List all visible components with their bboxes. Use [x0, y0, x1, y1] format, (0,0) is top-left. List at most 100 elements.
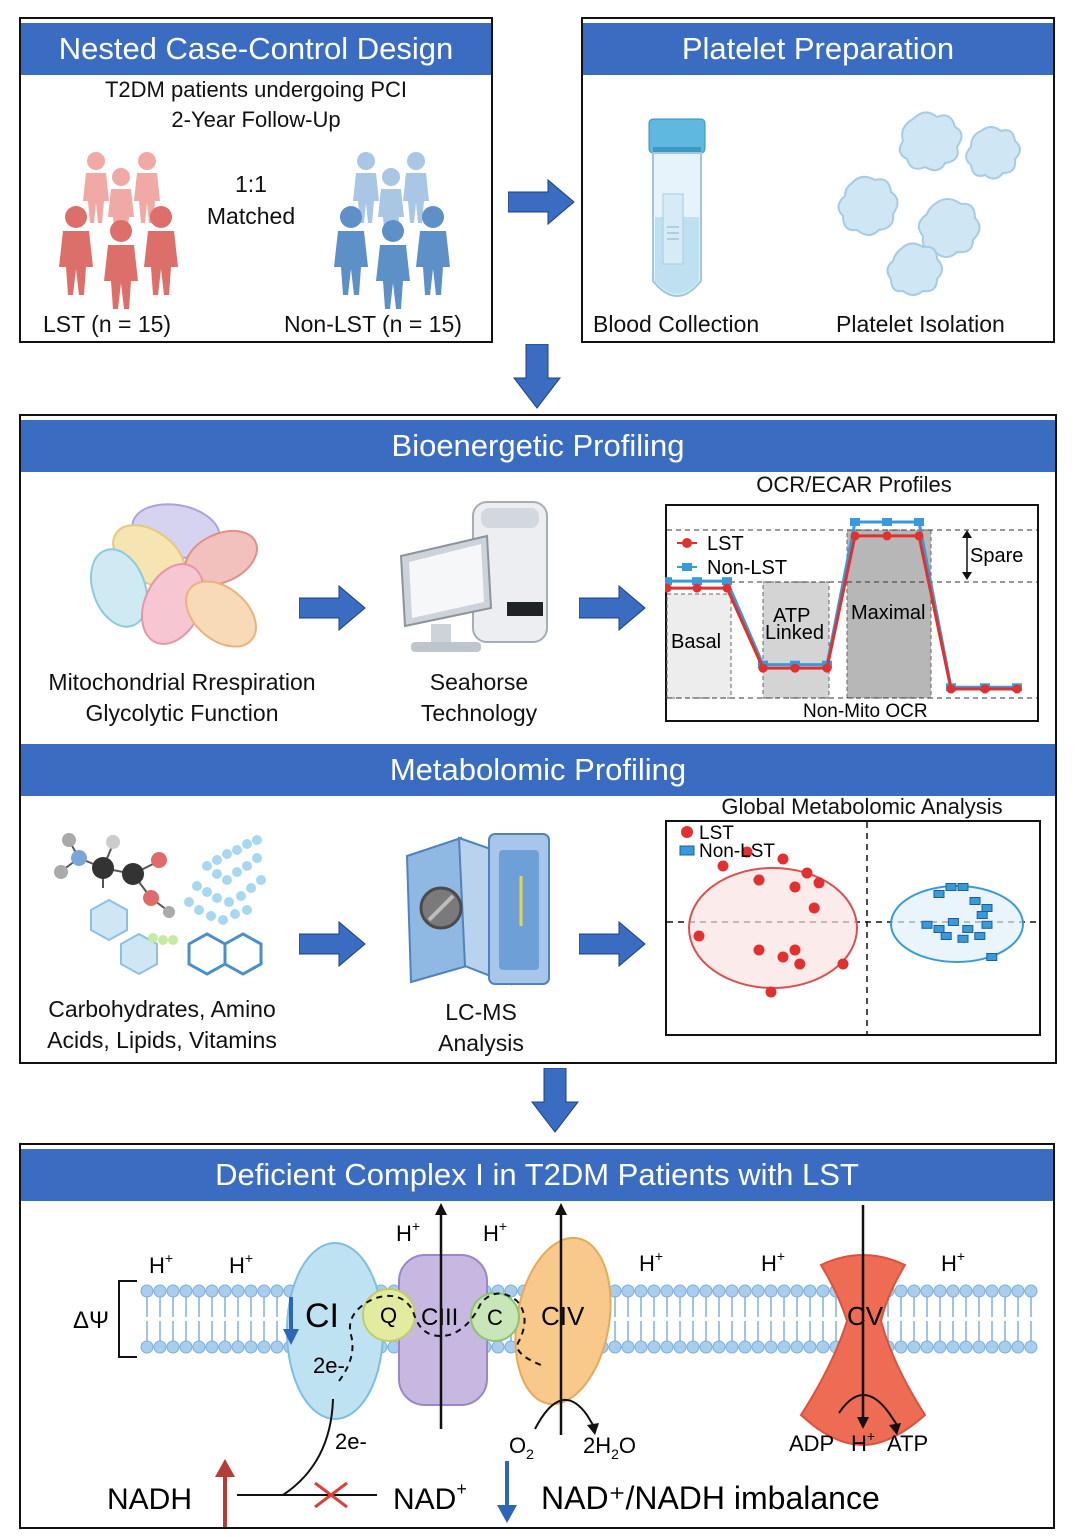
platelet-icon [837, 111, 1021, 296]
maximal-region [846, 529, 932, 699]
dpsi-bracket [118, 1280, 137, 1358]
blood-tube-icon [648, 118, 706, 297]
pca-point-nonlst [986, 953, 998, 961]
pca-chart-title: Global Metabolomic Analysis [721, 794, 1003, 819]
ocr-point-nonlst [722, 577, 732, 586]
ocr-point-nonlst [692, 577, 702, 586]
ocr-point-lst [850, 531, 860, 541]
dpsi-label: ΔΨ [73, 1307, 109, 1334]
design-line1: T2DM patients undergoing PCI [104, 77, 408, 102]
atp-out-label: ATP [887, 1431, 928, 1456]
ci-label: CI [305, 1297, 339, 1335]
c-label: C [487, 1305, 503, 1330]
ci-2e-label: 2e- [313, 1353, 345, 1378]
legend-nonlst-label: Non-LST [699, 841, 775, 862]
ocr-point-nonlst [882, 518, 892, 526]
ocr-point-lst [882, 531, 892, 541]
pca-point-nonlst [933, 925, 945, 933]
atp-region [762, 581, 830, 699]
legend-nonlst-label: Non-LST [707, 557, 787, 579]
pca-point-nonlst [962, 925, 974, 933]
ocr-point-lst [665, 583, 672, 593]
pca-point-lst [789, 881, 801, 893]
adp-label: ADP [789, 1431, 834, 1456]
basal-region [666, 593, 732, 699]
up-arrow-icon [215, 1459, 235, 1527]
design-title: Nested Case-Control Design [21, 23, 491, 75]
seahorse-label-1: Seahorse [429, 669, 529, 695]
pca-point-nonlst [933, 890, 945, 898]
pca-point-nonlst [981, 920, 993, 929]
h2o-label: 2H2O [583, 1433, 636, 1462]
complex-title: Deficient Complex I in T2DM Patients wit… [21, 1149, 1053, 1201]
pca-point-lst [837, 958, 849, 970]
design-panel: Nested Case-Control Design T2DM patients… [19, 17, 493, 343]
prep-panel: Platelet Preparation Blood Collection Pl… [581, 17, 1055, 343]
ocr-point-lst [1012, 684, 1022, 694]
proton-label: H+ [149, 1250, 173, 1278]
o2-label: O2 [509, 1433, 534, 1462]
pca-point-nonlst [974, 932, 986, 940]
maximal-label: Maximal [851, 602, 925, 624]
arrow-right-icon [579, 920, 646, 968]
pca-point-nonlst [921, 920, 933, 929]
civ-label: CIV [541, 1301, 585, 1331]
lcms-label-1: LC-MS [445, 999, 517, 1025]
ocr-point-nonlst [914, 518, 924, 526]
cv-label: CV [847, 1301, 884, 1331]
lst-count: LST (n = 15) [43, 311, 172, 337]
mito-label-1: Mitochondrial Rrespiration [48, 669, 316, 695]
q-label: Q [380, 1303, 397, 1328]
mitochondria-icon [89, 503, 258, 648]
spare-label: Spare [970, 545, 1023, 567]
proton-label: H+ [639, 1248, 663, 1276]
seahorse-machine-icon [399, 501, 548, 652]
ocr-point-nonlst [665, 577, 672, 586]
pca-point-lst [693, 930, 705, 942]
proton-label: H+ [396, 1218, 420, 1246]
pca-point-lst [813, 877, 825, 889]
seahorse-label-2: Technology [420, 700, 538, 726]
ocr-point-nonlst [850, 518, 860, 526]
pca-point-nonlst [981, 904, 993, 912]
ocr-chart-title: OCR/ECAR Profiles [756, 472, 952, 497]
platelet-isolation-label: Platelet Isolation [836, 311, 1005, 337]
arrow-down-icon [530, 1068, 580, 1133]
imbalance-label: NAD⁺/NADH imbalance [541, 1480, 880, 1516]
arrow-right-icon [508, 178, 575, 226]
complex-panel: Deficient Complex I in T2DM Patients wit… [19, 1143, 1055, 1529]
proton-label: H+ [229, 1250, 253, 1278]
pca-point-nonlst [957, 883, 969, 891]
nadh-label: NADH [107, 1483, 192, 1516]
arrow-right-icon [579, 584, 646, 632]
pca-point-lst [777, 951, 789, 963]
ocr-point-lst [758, 663, 768, 673]
pca-point-lst [801, 867, 813, 879]
pca-point-lst [753, 874, 765, 886]
pca-point-lst [753, 944, 765, 956]
nonmito-label: Non-Mito OCR [803, 701, 928, 722]
pca-point-nonlst [945, 883, 957, 891]
two-e-label: 2e- [335, 1429, 367, 1454]
ocr-point-lst [822, 663, 832, 673]
ocr-point-lst [692, 583, 702, 593]
nad-label: NAD+ [393, 1479, 467, 1516]
ocr-point-lst [790, 663, 800, 673]
pca-point-nonlst [947, 918, 959, 926]
pca-point-nonlst [976, 911, 988, 919]
bio-title: Bioenergetic Profiling [21, 420, 1055, 472]
legend-nonlst-marker [679, 845, 695, 856]
match-label: Matched [206, 203, 296, 229]
pca-point-lst [789, 944, 801, 956]
classes-label-2: Acids, Lipids, Vitamins [47, 1027, 277, 1053]
atp-label-2: Linked [765, 622, 824, 644]
legend-lst-label: LST [699, 823, 734, 844]
ocr-series-line [667, 534, 1017, 691]
lst-cluster-ellipse [688, 867, 858, 989]
ocr-point-lst [946, 684, 956, 694]
proton-label: H+ [941, 1248, 965, 1276]
lcms-label-2: Analysis [438, 1030, 524, 1056]
down-arrow-icon [497, 1461, 517, 1523]
pca-point-nonlst [957, 934, 969, 943]
pca-point-lst [794, 958, 806, 970]
